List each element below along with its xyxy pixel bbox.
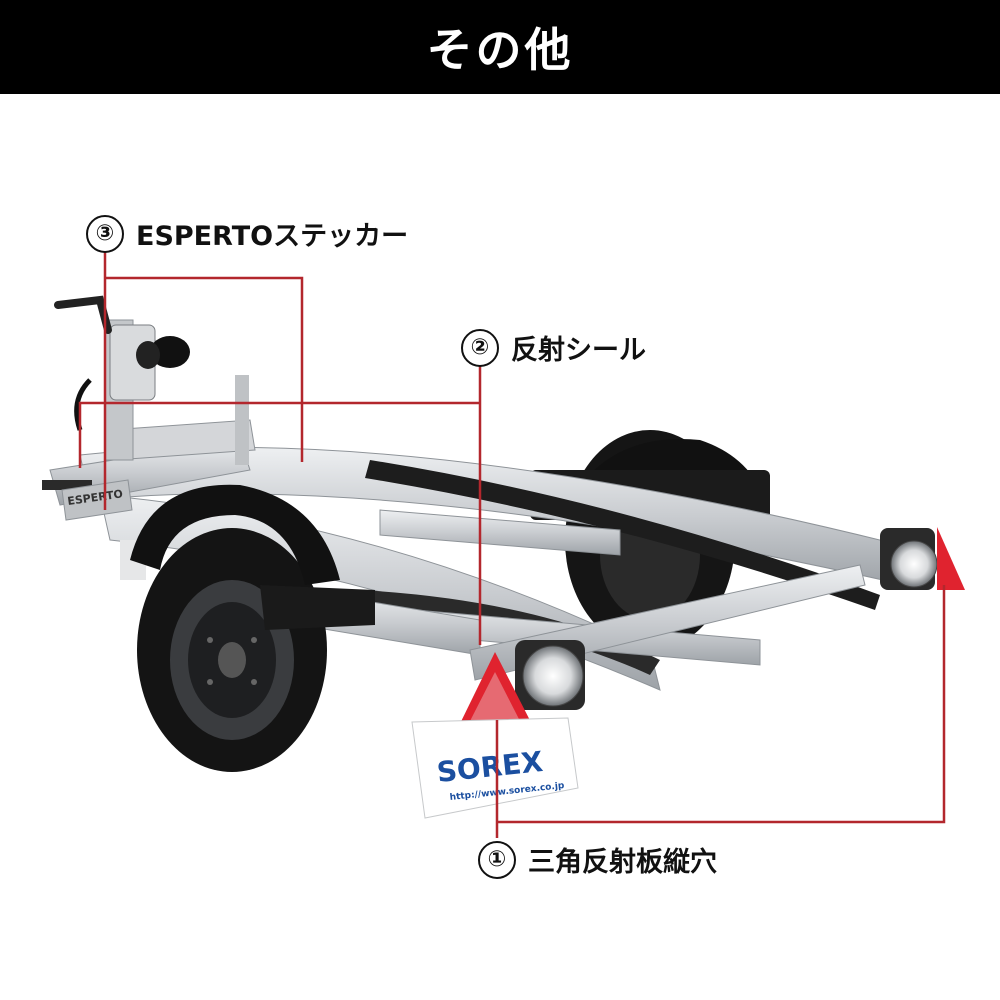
page-title: その他 (426, 23, 574, 77)
callout-number-1: ① (478, 840, 516, 879)
triangle-reflector-left (452, 652, 540, 740)
page-header: その他 (0, 0, 1000, 94)
triangle-reflector-right (937, 527, 965, 590)
license-plate: SOREX http://www.sorex.co.jp (411, 717, 579, 819)
leader-line-1-branch (497, 585, 946, 824)
callout-label-1: 三角反射板縦穴 (528, 847, 717, 878)
callout-label-3: ESPERTOステッカー (136, 221, 409, 252)
callout-triangle-reflector-hole: ① 三角反射板縦穴 (478, 840, 717, 879)
callout-number-3: ③ (86, 214, 124, 253)
leader-lines (78, 250, 946, 838)
rear-light-left (452, 640, 585, 740)
leader-line-3-branch (105, 276, 304, 462)
callout-reflective-seal: ② 反射シール (461, 328, 646, 367)
near-fender (130, 484, 340, 585)
trailer-illustration: ESPERTO SOREX http://www.sorex.co.jp (42, 250, 965, 838)
leader-line-2-branch (78, 401, 480, 468)
callout-esperto-sticker: ③ ESPERTOステッカー (86, 214, 408, 253)
callout-label-2: 反射シール (511, 335, 646, 366)
fender-step (260, 585, 375, 630)
rear-light-right (880, 527, 965, 590)
callout-number-2: ② (461, 328, 499, 367)
near-wheel (130, 484, 375, 772)
